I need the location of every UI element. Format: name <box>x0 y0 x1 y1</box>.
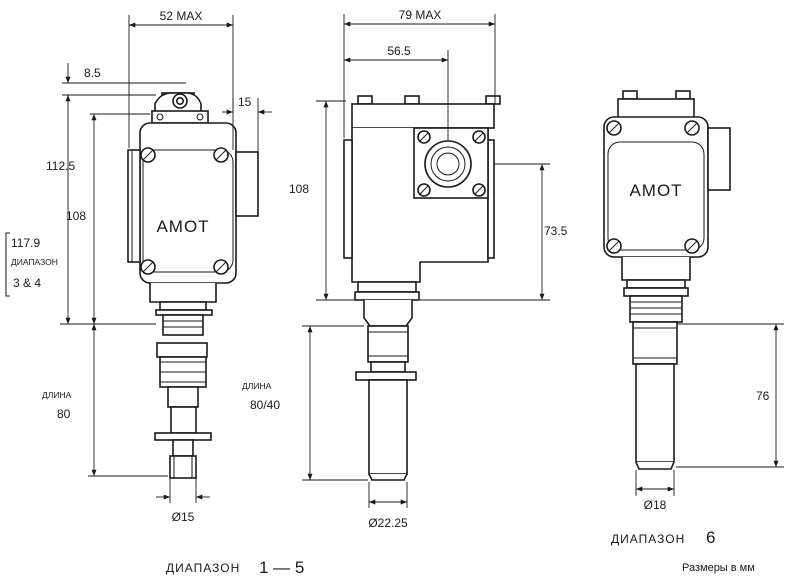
left-dim-cover: 15 <box>238 95 252 109</box>
right-dia-bottom: Ø18 <box>644 498 667 512</box>
middle-length-value: 80/40 <box>250 398 280 412</box>
caption-range-6-num: 6 <box>706 528 715 547</box>
middle-dia-bottom: Ø22.25 <box>368 516 408 530</box>
right-dimensions: 76 Ø18 <box>635 323 784 512</box>
middle-housing <box>343 95 501 301</box>
middle-dim-center: 56.5 <box>387 44 411 58</box>
left-range-word: ДИАПАЗОН <box>11 257 58 267</box>
left-range-value: 117.9 <box>11 236 40 250</box>
left-screw-tl <box>140 147 156 163</box>
left-length-word: ДЛИНА <box>42 390 72 400</box>
captions: ДИАПАЗОН 1 — 5 ДИАПАЗОН 6 Размеры в мм <box>166 528 755 577</box>
left-dimensions: 52 MAX 8.5 15 112.5 108 117.9 ДИАПАЗОН 3… <box>5 9 272 524</box>
right-brand-label: AMOT <box>629 181 682 200</box>
middle-dimensions: 79 MAX 56.5 108 73.5 ДЛИНА 80/40 Ø22.25 <box>242 8 568 530</box>
middle-length-word: ДЛИНА <box>242 381 272 391</box>
left-dia-bottom: Ø15 <box>172 510 195 524</box>
caption-units: Размеры в мм <box>682 562 755 574</box>
left-dim-body: 108 <box>66 209 86 223</box>
caption-range-1-5-word: ДИАПАЗОН <box>166 561 240 575</box>
middle-dim-width: 79 MAX <box>399 8 442 22</box>
left-length-value: 80 <box>57 407 71 421</box>
middle-dim-port: 73.5 <box>544 224 568 238</box>
caption-range-1-5-nums: 1 — 5 <box>259 558 304 577</box>
left-dim-overall: 112.5 <box>46 159 75 173</box>
left-dim-width: 52 MAX <box>160 9 203 23</box>
left-screw-bl <box>140 259 156 275</box>
left-housing: AMOT <box>127 122 259 284</box>
left-screw-tr <box>213 147 229 163</box>
left-screw-br <box>213 259 229 275</box>
left-dim-top-gap: 8.5 <box>84 66 101 80</box>
left-range-nums: 3 & 4 <box>13 276 41 290</box>
right-housing: AMOT <box>603 90 731 258</box>
middle-dim-body: 108 <box>289 182 309 196</box>
right-view: AMOT 76 Ø18 <box>603 90 784 512</box>
left-view: AMOT 52 MAX <box>5 9 272 524</box>
middle-view: 79 MAX 56.5 108 73.5 ДЛИНА 80/40 Ø22.25 <box>242 8 568 530</box>
caption-range-6-word: ДИАПАЗОН <box>611 532 685 546</box>
right-dim-length: 76 <box>756 389 770 403</box>
left-top-roller <box>151 92 209 124</box>
middle-stem <box>355 300 417 481</box>
left-stem <box>149 283 217 479</box>
left-brand-label: AMOT <box>156 217 209 236</box>
right-stem <box>621 257 691 470</box>
